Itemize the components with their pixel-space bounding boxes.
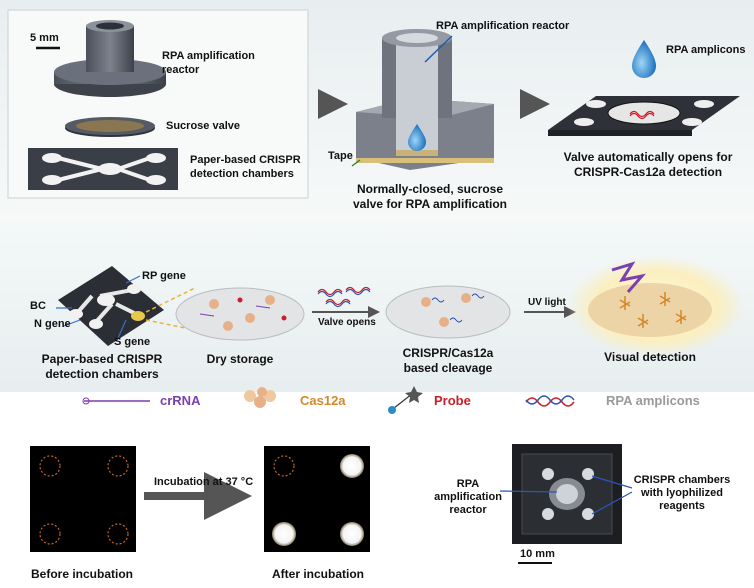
sucrose-valve-part — [65, 117, 155, 137]
valve-label: Sucrose valve — [166, 120, 240, 132]
cleavage-disc — [385, 285, 511, 339]
paper-chamber-plate — [28, 148, 178, 190]
zoom-lines — [145, 287, 196, 331]
crispr-chambers-label: CRISPR chambers — [633, 474, 731, 486]
before-dashed-chambers — [39, 455, 129, 545]
reactor-part — [54, 20, 166, 97]
n-gene-label: N gene — [34, 318, 71, 330]
crispr-chambers-label-3: reagents — [659, 500, 705, 512]
rpa-reactor-label: RPA — [456, 478, 480, 490]
uv-light-label: UV light — [528, 297, 566, 308]
incubation-label: Incubation at 37 °C — [154, 476, 254, 488]
s-gene-label: S gene — [114, 336, 151, 348]
scale-bar-10mm-label: 10 mm — [520, 548, 555, 560]
legend-icons — [82, 386, 575, 414]
visual-detection-label: Visual detection — [604, 350, 696, 364]
rpa-reactor-label-2: amplification — [434, 491, 502, 503]
chamber-label: Paper-based CRISPR — [190, 154, 301, 166]
amplicon-strands — [317, 286, 371, 308]
reactor-label: RPA amplification — [162, 50, 255, 62]
rpa-reactor-label-3: reactor — [449, 504, 487, 516]
device-photo — [499, 444, 633, 544]
reactor-cross-section — [356, 29, 494, 170]
amplicons-label: RPA amplicons — [666, 44, 746, 56]
amplicon-droplet — [632, 40, 656, 78]
tape-label: Tape — [328, 150, 353, 162]
crispr-chambers-label-2: with lyophilized — [641, 487, 723, 499]
legend-crrna: crRNA — [160, 393, 201, 408]
tape-pointer — [351, 159, 361, 167]
chip-caption-2: detection chambers — [45, 367, 159, 381]
before-incubation-label: Before incubation — [30, 567, 134, 581]
dry-storage-label: Dry storage — [206, 352, 274, 366]
after-incubation-label: After incubation — [272, 567, 364, 581]
chamber-label-2: detection chambers — [190, 168, 294, 180]
before-incubation-image — [30, 446, 136, 552]
legend-cas12a: Cas12a — [300, 393, 346, 408]
valve-opens-caption-2: CRISPR-Cas12a detection — [573, 165, 723, 179]
scale-bar-5mm-label: 5 mm — [30, 32, 59, 44]
legend-probe: Probe — [434, 393, 471, 408]
visual-detection-disc — [568, 256, 744, 356]
dry-storage-disc — [175, 287, 305, 341]
normally-closed-caption-2: valve for RPA amplification — [352, 197, 508, 211]
cleavage-label-2: based cleavage — [403, 361, 493, 375]
crispr-chip — [56, 266, 164, 346]
reactor-label-2: reactor — [162, 64, 200, 76]
cleavage-label: CRISPR/Cas12a — [402, 346, 494, 360]
normally-closed-caption: Normally-closed, sucrose — [356, 182, 504, 196]
valve-opens-caption: Valve automatically opens for — [563, 150, 733, 164]
chip-caption: Paper-based CRISPR — [41, 352, 163, 366]
valve-open-plate — [548, 40, 740, 136]
legend-rpa-amplicons: RPA amplicons — [606, 393, 700, 408]
cross-section-label: RPA amplification reactor — [436, 20, 570, 32]
rp-gene-label: RP gene — [142, 270, 186, 282]
bc-label: BC — [30, 300, 46, 312]
after-chambers — [272, 454, 364, 546]
valve-opens-label: Valve opens — [318, 317, 376, 328]
